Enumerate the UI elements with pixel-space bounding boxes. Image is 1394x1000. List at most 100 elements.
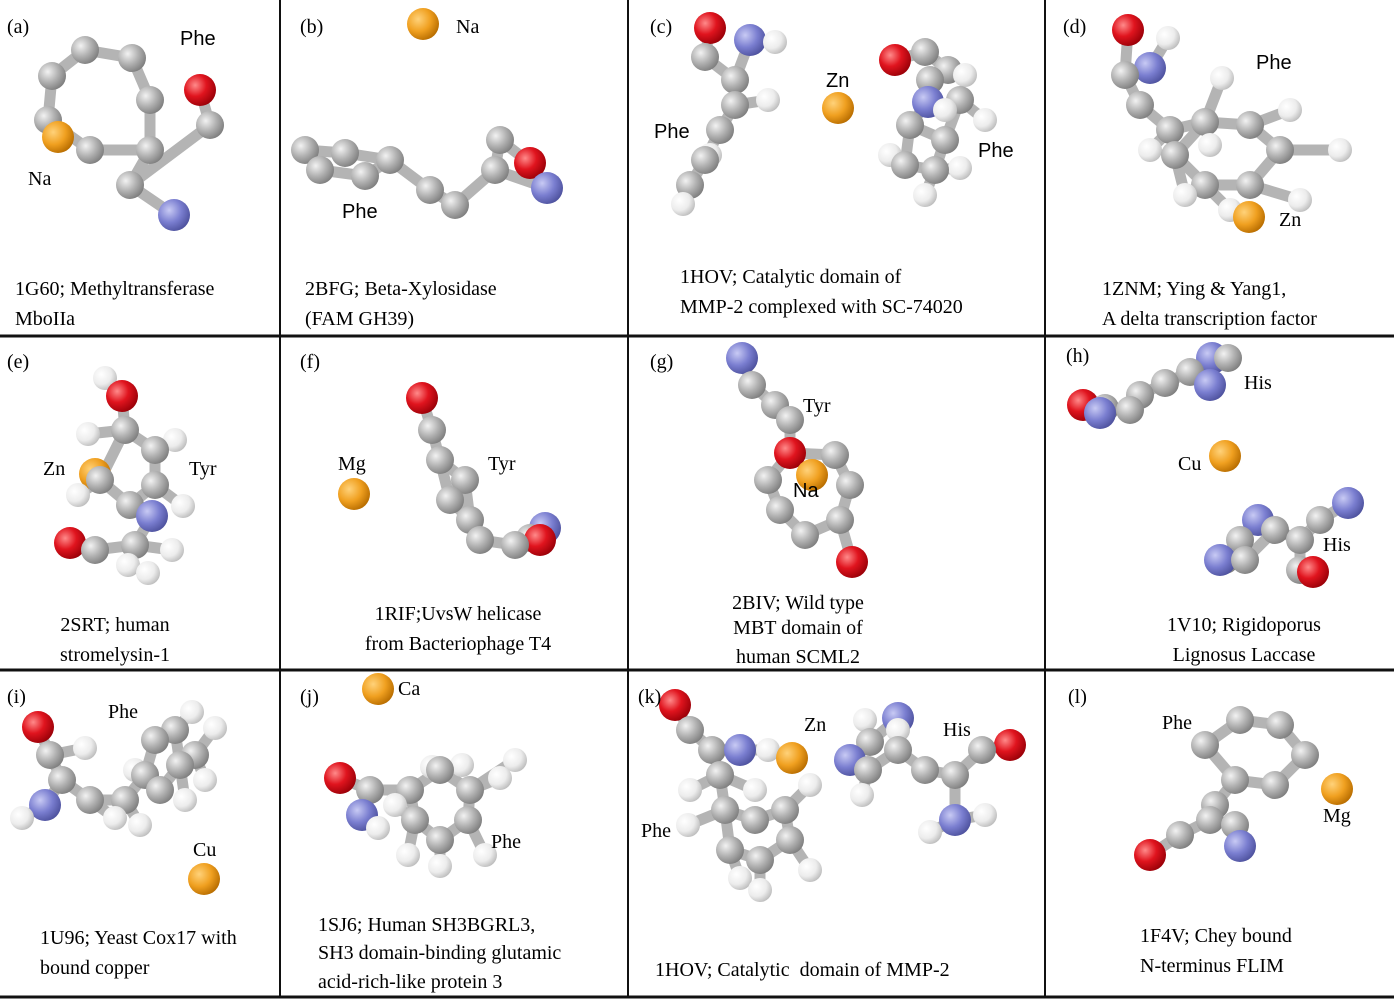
panel-letter: (e) — [7, 351, 29, 373]
carbon-atom — [1111, 61, 1139, 89]
carbon-atom — [1151, 369, 1179, 397]
residue-label: Phe — [641, 820, 671, 842]
residue-label: Phe — [1256, 52, 1292, 74]
residue-label: Na — [28, 168, 51, 190]
hydrogen-atom — [66, 483, 90, 507]
molecule-e — [54, 366, 195, 585]
oxygen-atom — [514, 147, 546, 179]
carbon-atom — [1156, 116, 1184, 144]
residue-label: Phe — [654, 121, 690, 143]
hydrogen-atom — [503, 748, 527, 772]
carbon-atom — [716, 836, 744, 864]
hydrogen-atom — [1173, 183, 1197, 207]
hydrogen-atom — [136, 561, 160, 585]
panel-caption-line: 2BIV; Wild type — [732, 592, 864, 614]
molecule-l — [1134, 706, 1353, 871]
hydrogen-atom — [763, 30, 787, 54]
carbon-atom — [1191, 731, 1219, 759]
carbon-atom — [196, 111, 224, 139]
panel-caption-line: Lignosus Laccase — [1173, 644, 1316, 666]
residue-label: His — [943, 719, 971, 741]
oxygen-atom — [879, 44, 911, 76]
residue-label: Na — [793, 480, 819, 502]
carbon-atom — [401, 806, 429, 834]
panel-letter: (h) — [1066, 345, 1089, 367]
hydrogen-atom — [973, 803, 997, 827]
carbon-atom — [481, 156, 509, 184]
hydrogen-atom — [488, 766, 512, 790]
molecule-a — [34, 36, 224, 231]
carbon-atom — [426, 446, 454, 474]
oxygen-atom — [406, 382, 438, 414]
residue-label: Phe — [978, 140, 1014, 162]
carbon-atom — [1196, 806, 1224, 834]
carbon-atom — [941, 761, 969, 789]
carbon-atom — [81, 536, 109, 564]
panel-letter: (l) — [1068, 686, 1087, 708]
metal-ion — [1321, 773, 1353, 805]
hydrogen-atom — [103, 806, 127, 830]
nitrogen-atom — [726, 342, 758, 374]
carbon-atom — [836, 471, 864, 499]
hydrogen-atom — [798, 773, 822, 797]
carbon-atom — [76, 136, 104, 164]
hydrogen-atom — [743, 778, 767, 802]
carbon-atom — [1191, 171, 1219, 199]
carbon-atom — [436, 486, 464, 514]
hydrogen-atom — [160, 538, 184, 562]
hydrogen-atom — [93, 366, 117, 390]
hydrogen-atom — [913, 183, 937, 207]
hydrogen-atom — [180, 700, 204, 724]
carbon-atom — [776, 826, 804, 854]
carbon-atom — [331, 139, 359, 167]
carbon-atom — [856, 728, 884, 756]
carbon-atom — [1116, 396, 1144, 424]
panel-caption-line: A delta transcription factor — [1102, 308, 1317, 330]
carbon-atom — [854, 756, 882, 784]
hydrogen-atom — [171, 494, 195, 518]
bond — [124, 119, 216, 191]
carbon-atom — [118, 44, 146, 72]
carbon-atom — [71, 36, 99, 64]
nitrogen-atom — [1224, 830, 1256, 862]
carbon-atom — [1266, 711, 1294, 739]
residue-label: Tyr — [189, 458, 217, 480]
carbon-atom — [1161, 141, 1189, 169]
carbon-atom — [426, 826, 454, 854]
hydrogen-atom — [1198, 133, 1222, 157]
carbon-atom — [121, 531, 149, 559]
carbon-atom — [141, 436, 169, 464]
carbon-atom — [454, 806, 482, 834]
panel-caption-line: 1ZNM; Ying & Yang1, — [1102, 278, 1286, 300]
nitrogen-atom — [939, 804, 971, 836]
carbon-atom — [1231, 546, 1259, 574]
panel-letter: (b) — [300, 16, 323, 38]
nitrogen-atom — [136, 500, 168, 532]
carbon-atom — [1266, 136, 1294, 164]
hydrogen-atom — [383, 793, 407, 817]
hydrogen-atom — [116, 553, 140, 577]
nitrogen-atom — [1332, 487, 1364, 519]
carbon-atom — [36, 741, 64, 769]
carbon-atom — [1126, 91, 1154, 119]
hydrogen-atom — [128, 813, 152, 837]
hydrogen-atom — [73, 736, 97, 760]
panel-caption-line: SH3 domain-binding glutamic — [318, 942, 561, 964]
carbon-atom — [306, 156, 334, 184]
hydrogen-atom — [676, 813, 700, 837]
molecule-g — [726, 342, 868, 578]
residue-label: Na — [456, 16, 479, 38]
carbon-atom — [738, 371, 766, 399]
carbon-atom — [501, 531, 529, 559]
carbon-atom — [456, 776, 484, 804]
carbon-atom — [1221, 766, 1249, 794]
carbon-atom — [754, 466, 782, 494]
panel-caption-line: MMP-2 complexed with SC-74020 — [680, 296, 963, 318]
